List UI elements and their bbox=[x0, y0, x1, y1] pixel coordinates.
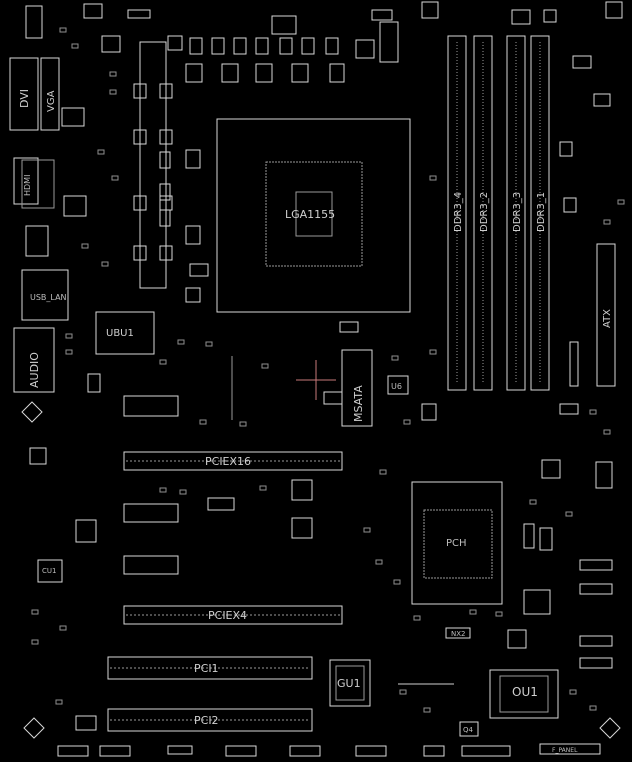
jumper-diamond-1 bbox=[21, 401, 43, 423]
vga-label: VGA bbox=[46, 90, 57, 112]
cpu-pin-field bbox=[265, 161, 363, 267]
ddr3-1-label: DDR3_1 bbox=[536, 192, 547, 232]
usb-lan-connector bbox=[21, 269, 69, 321]
ddr3-4-label: DDR3_4 bbox=[453, 192, 464, 232]
pciex16-label: PCIEX16 bbox=[205, 455, 251, 468]
vga-connector bbox=[40, 57, 60, 131]
hdmi-label: HDMI bbox=[23, 175, 32, 196]
pciex4-slot bbox=[123, 605, 343, 625]
nx2-label: NX2 bbox=[451, 630, 466, 638]
ddr3-3-label: DDR3_3 bbox=[512, 192, 523, 232]
ddr3-slots bbox=[447, 35, 550, 391]
ou1-label: OU1 bbox=[512, 685, 538, 699]
q4-label: Q4 bbox=[463, 726, 474, 734]
dvi-label: DVI bbox=[18, 89, 31, 108]
jumper-diamond-3 bbox=[599, 717, 621, 739]
u6-label: U6 bbox=[391, 382, 402, 391]
hm2-chip bbox=[61, 107, 85, 127]
pci2-label: PCI2 bbox=[194, 714, 219, 727]
pci2-slot bbox=[107, 708, 313, 732]
ou1-chip bbox=[489, 669, 559, 719]
f-panel-header bbox=[539, 743, 601, 755]
f-panel-label: F_PANEL bbox=[552, 747, 578, 754]
pcie-x1-slot-2 bbox=[123, 503, 179, 523]
ubu1-chip bbox=[95, 311, 155, 355]
cpu-socket-outline bbox=[216, 118, 411, 313]
pciex4-label: PCIEX4 bbox=[208, 609, 247, 622]
pch-label: PCH bbox=[446, 538, 467, 549]
pciex16-slot bbox=[123, 451, 343, 471]
audio-label: AUDIO bbox=[28, 352, 41, 388]
audio-connector bbox=[13, 327, 55, 393]
cu1-chip bbox=[37, 559, 63, 583]
pcie-x1-slot-3 bbox=[123, 555, 179, 575]
pch-pin-field bbox=[423, 509, 493, 579]
pch-outline bbox=[411, 481, 503, 605]
q4-transistor bbox=[459, 721, 479, 737]
pci1-slot bbox=[107, 656, 313, 680]
hm1-chip bbox=[63, 195, 87, 217]
msata-label: MSATA bbox=[352, 385, 365, 422]
cpu-socket-label: LGA1155 bbox=[285, 208, 335, 221]
nx2-chip bbox=[445, 627, 471, 639]
ubu1-label: UBU1 bbox=[106, 328, 134, 339]
atx-connector bbox=[596, 243, 616, 387]
hdmi-connector bbox=[13, 157, 39, 205]
gu1-chip bbox=[329, 659, 371, 707]
crosshair-marker bbox=[296, 360, 336, 400]
pcie-x1-slot-1 bbox=[123, 395, 179, 417]
u6-chip bbox=[387, 375, 409, 395]
dvi-connector bbox=[9, 57, 39, 131]
usb-lan-label: USB_LAN bbox=[30, 293, 67, 302]
ddr3-2-label: DDR3_2 bbox=[479, 192, 490, 232]
rear-io-strip bbox=[139, 41, 167, 289]
jumper-diamond-2 bbox=[23, 717, 45, 739]
pci1-label: PCI1 bbox=[194, 662, 219, 675]
gu1-label: GU1 bbox=[337, 677, 361, 690]
msata-slot bbox=[341, 349, 373, 427]
atx-label: ATX bbox=[602, 309, 613, 328]
cu1-label: CU1 bbox=[42, 567, 56, 575]
